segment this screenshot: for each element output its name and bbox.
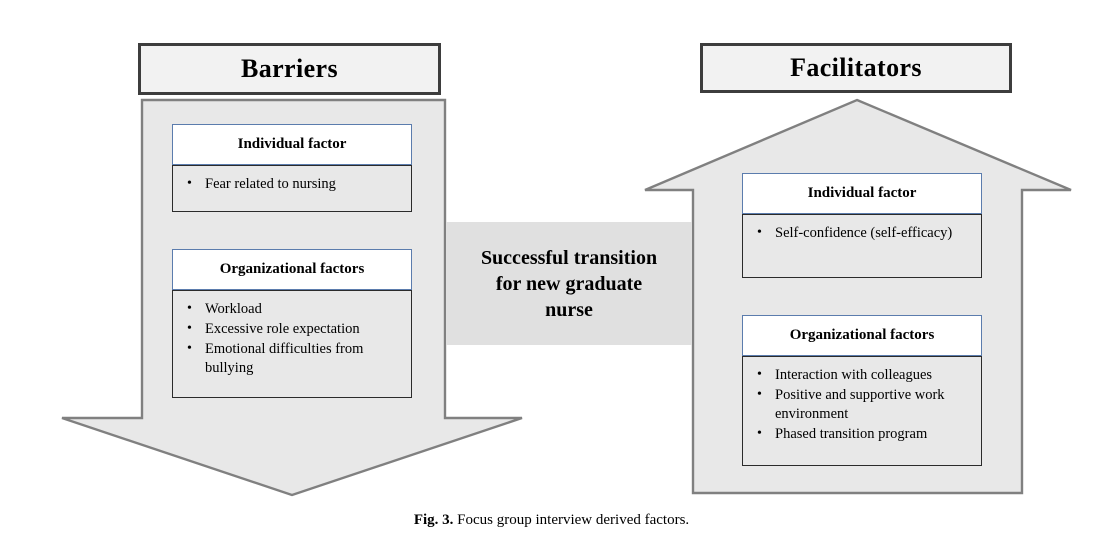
figure-caption-label: Fig. 3.: [413, 512, 454, 528]
facilitators-organizational-factors-card: Organizational factors Interaction with …: [742, 315, 982, 466]
bullet-list: Fear related to nursing: [183, 174, 405, 194]
card-header: Individual factor: [742, 173, 982, 214]
central-outcome-band: Successful transition for new graduate n…: [446, 222, 692, 345]
card-header: Individual factor: [172, 124, 412, 165]
barriers-individual-factor-card: Individual factor Fear related to nursin…: [172, 124, 412, 212]
card-header-text: Organizational factors: [219, 261, 365, 277]
figure-caption-text: Focus group interview derived factors.: [457, 512, 690, 528]
list-item: Workload: [183, 299, 405, 319]
card-header: Organizational factors: [742, 315, 982, 356]
card-body: Fear related to nursing: [172, 165, 412, 212]
figure-caption: Fig. 3. Focus group interview derived fa…: [0, 510, 1103, 530]
central-outcome-line-3: nurse: [545, 298, 593, 321]
card-body: Workload Excessive role expectation Emot…: [172, 290, 412, 398]
facilitators-individual-factor-card: Individual factor Self-confidence (self-…: [742, 173, 982, 278]
card-header-text: Organizational factors: [789, 327, 935, 343]
barriers-organizational-factors-card: Organizational factors Workload Excessiv…: [172, 249, 412, 398]
card-body: Self-confidence (self-efficacy): [742, 214, 982, 278]
list-item: Self-confidence (self-efficacy): [753, 223, 975, 243]
facilitators-title-text: Facilitators: [790, 53, 922, 82]
list-item: Excessive role expectation: [183, 319, 405, 339]
bullet-list: Workload Excessive role expectation Emot…: [183, 299, 405, 378]
central-outcome-text: Successful transition for new graduate n…: [475, 245, 663, 323]
barriers-title-box: Barriers: [138, 43, 441, 95]
central-outcome-line-2: for new graduate: [495, 272, 643, 295]
central-outcome-line-1: Successful transition: [480, 246, 658, 269]
list-item: Positive and supportive work environment: [753, 385, 975, 424]
card-body: Interaction with colleagues Positive and…: [742, 356, 982, 466]
card-header-text: Individual factor: [807, 185, 917, 201]
list-item: Emotional difficulties from bullying: [183, 339, 405, 378]
card-header-text: Individual factor: [237, 136, 347, 152]
bullet-list: Interaction with colleagues Positive and…: [753, 365, 975, 444]
facilitators-title-box: Facilitators: [700, 43, 1012, 93]
card-header: Organizational factors: [172, 249, 412, 290]
barriers-title-text: Barriers: [240, 54, 339, 83]
bullet-list: Self-confidence (self-efficacy): [753, 223, 975, 243]
list-item: Interaction with colleagues: [753, 365, 975, 385]
list-item: Phased transition program: [753, 424, 975, 444]
list-item: Fear related to nursing: [183, 174, 405, 194]
